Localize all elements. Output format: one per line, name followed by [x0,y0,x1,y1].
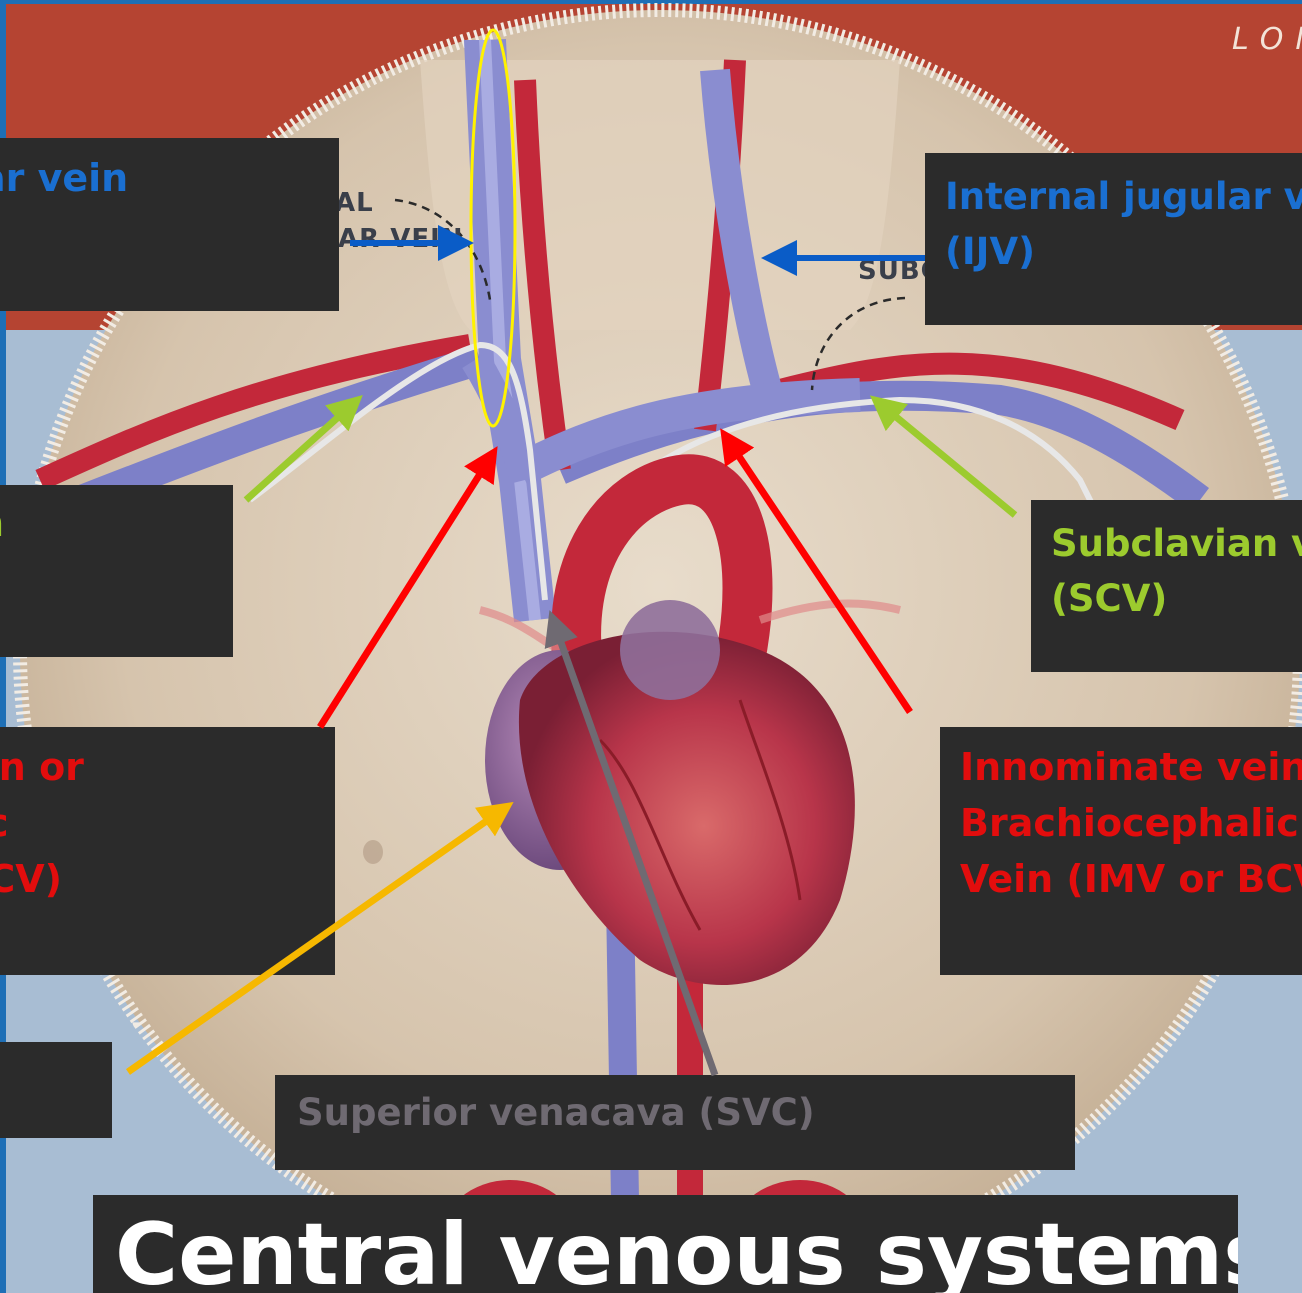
slide-title: Central venous systems [93,1195,1238,1293]
label-internal-jugular-vein: Internal jugular vein (IJV) [925,153,1302,325]
label-line: Subclavian vein [1051,516,1302,571]
label-line: (IJV) [945,224,1302,279]
label-line: Innominate vein or [960,739,1302,795]
top-border [0,0,1302,4]
label-scv-left: in [0,485,233,657]
label-line: ein or [0,739,335,795]
label-line: Brachiocephalic [960,795,1302,851]
label-line: Internal jugular vein [945,169,1302,224]
brand-text: LON [1232,22,1302,57]
label-line: ar vein [0,138,339,206]
label-empty-box [0,1042,112,1138]
illustration-label-fragment: AL [335,188,374,218]
label-superior-vena-cava: Superior venacava (SVC) [275,1075,1075,1170]
label-line: Vein (IMV or BCV) [960,851,1302,907]
illustration-label-fragment: AR VEIN [338,224,464,254]
label-line: (SCV) [1051,571,1302,626]
label-line: in [0,501,233,545]
label-line: lic [0,795,335,851]
label-subclavian-vein: Subclavian vein (SCV) [1031,500,1302,672]
label-innominate-vein: Innominate vein or Brachiocephalic Vein … [940,727,1302,975]
label-ijv-left: ar vein [0,138,339,311]
label-innominate-left: ein or lic SCV) [0,727,335,975]
label-line: Superior venacava (SVC) [297,1075,1075,1150]
label-line: SCV) [0,851,335,907]
